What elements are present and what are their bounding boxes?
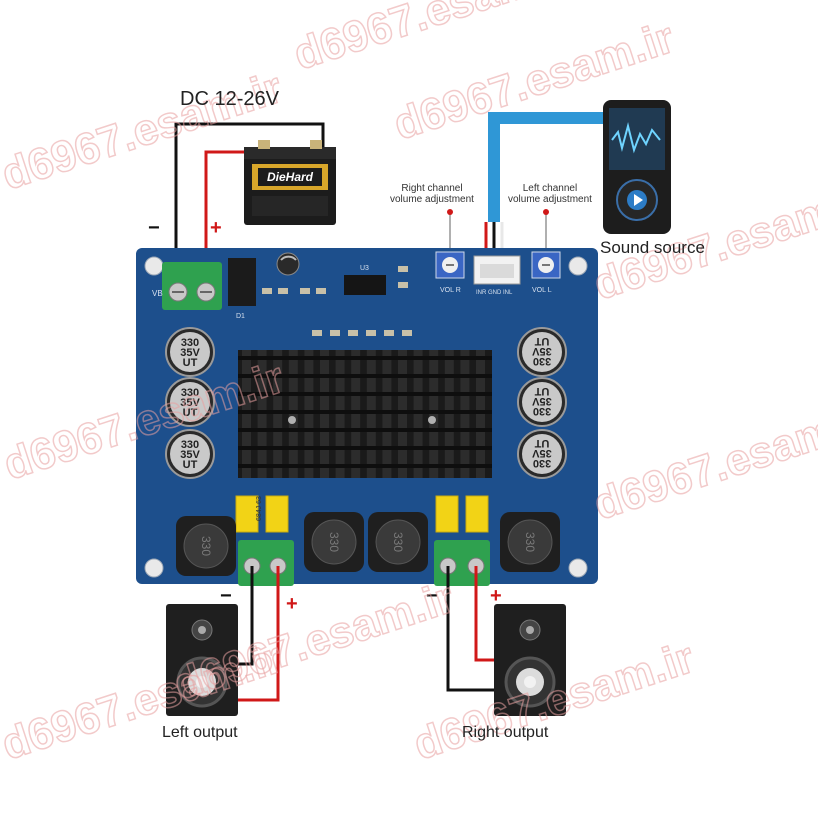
capacitor-text: 35V bbox=[180, 397, 200, 409]
right-output-label: Right output bbox=[462, 724, 549, 741]
inductor-text: 330 bbox=[327, 532, 341, 552]
watermark-text: d6967.esam.ir bbox=[588, 393, 818, 530]
capacitor-text: UT bbox=[534, 385, 549, 397]
sound-source-device bbox=[603, 100, 671, 234]
power-terminal: VB bbox=[152, 262, 222, 310]
left-volume-potentiometer: VOL L bbox=[531, 251, 561, 294]
smd-components bbox=[262, 266, 412, 336]
capacitor-text: UT bbox=[183, 407, 198, 419]
power-supply-label: DC 12-26V bbox=[180, 88, 279, 110]
diode-label: D1 bbox=[236, 313, 245, 320]
battery-brand: DieHard bbox=[267, 170, 314, 184]
sound-source-label: Sound source bbox=[600, 238, 705, 257]
inductor-text: 330 bbox=[391, 532, 405, 552]
left-output-terminal bbox=[238, 540, 294, 586]
heatsink bbox=[238, 350, 492, 478]
capacitor-text: 35V bbox=[180, 449, 200, 461]
pot-right-label: VOL R bbox=[440, 287, 461, 294]
left-output-black-wire bbox=[238, 566, 254, 666]
capacitor-text: 330 bbox=[181, 387, 199, 399]
left-output-red-wire bbox=[238, 566, 280, 702]
inductor-text: 330 bbox=[523, 532, 537, 552]
heatsink-groove bbox=[238, 410, 492, 414]
capacitor-text: UT bbox=[183, 459, 198, 471]
heatsink-screw bbox=[428, 416, 436, 424]
heatsink-screw bbox=[288, 416, 296, 424]
pot-left-label: VOL L bbox=[532, 287, 552, 294]
audio-input-cable bbox=[488, 112, 605, 222]
film-capacitors: 684J 63 bbox=[235, 495, 489, 533]
right-volume-potentiometer: VOL R bbox=[435, 251, 465, 294]
power-red-wire bbox=[204, 150, 262, 282]
input-connector-label: INR GND INL bbox=[476, 290, 513, 296]
capacitor-text: 330 bbox=[533, 457, 551, 469]
heatsink-groove bbox=[238, 356, 492, 360]
right-adjust-line2: volume adjustment bbox=[390, 194, 474, 205]
capacitor-text: 35V bbox=[532, 447, 552, 459]
right-adjust-label: Right channel volume adjustment bbox=[390, 183, 474, 205]
capacitor-text: 330 bbox=[181, 337, 199, 349]
mounting-hole bbox=[568, 256, 588, 276]
right-output-red-wire bbox=[474, 566, 494, 662]
capacitor-text: UT bbox=[534, 437, 549, 449]
heatsink-groove bbox=[238, 428, 492, 432]
capacitor-text: 330 bbox=[533, 355, 551, 367]
right-output-minus-sign: − bbox=[426, 585, 438, 607]
heatsink-groove bbox=[238, 446, 492, 450]
input-connector: INR GND INL bbox=[473, 255, 521, 296]
left-adjust-line2: volume adjustment bbox=[508, 194, 592, 205]
capacitor-text: 330 bbox=[533, 405, 551, 417]
capacitor-text: 35V bbox=[532, 345, 552, 357]
capacitor-text: 330 bbox=[181, 439, 199, 451]
power-minus-sign: − bbox=[148, 217, 160, 239]
heatsink-groove bbox=[238, 392, 492, 396]
power-black-wire bbox=[174, 122, 325, 282]
inductor-text: 330 bbox=[199, 536, 213, 556]
heatsink-groove bbox=[238, 464, 492, 468]
capacitor-text: UT bbox=[183, 357, 198, 369]
heatsink-groove bbox=[238, 374, 492, 378]
power-plus-sign: + bbox=[210, 217, 222, 239]
right-output-plus-sign: + bbox=[490, 585, 502, 607]
left-output-label: Left output bbox=[162, 724, 238, 741]
capacitor-text: 35V bbox=[532, 395, 552, 407]
power-terminal-label: VB bbox=[152, 289, 163, 298]
right-speaker bbox=[494, 604, 566, 716]
inductor: 330 bbox=[176, 516, 236, 576]
inductor: 330 bbox=[368, 512, 428, 572]
left-output-plus-sign: + bbox=[286, 593, 298, 615]
capacitor-group: 33035VUT33035VUT33035VUT33035VUT33035VUT… bbox=[165, 327, 567, 479]
left-adjust-line1: Left channel bbox=[522, 183, 578, 194]
left-speaker bbox=[166, 604, 238, 716]
right-adjust-line1: Right channel bbox=[401, 183, 463, 194]
left-output-minus-sign: − bbox=[220, 585, 232, 607]
inductors: 330 330 330 330 bbox=[176, 512, 560, 576]
film-cap-label: 684J 63 bbox=[256, 496, 263, 521]
mounting-hole bbox=[144, 256, 164, 276]
diode bbox=[228, 258, 256, 306]
capacitor-text: UT bbox=[534, 335, 549, 347]
inductor: 330 bbox=[500, 512, 560, 572]
right-output-black-wire bbox=[446, 566, 494, 692]
battery: DieHard bbox=[244, 140, 336, 225]
ic-chip-label: U3 bbox=[360, 265, 369, 272]
mounting-hole bbox=[144, 558, 164, 578]
ic-chip bbox=[344, 275, 386, 295]
left-adjust-label: Left channel volume adjustment bbox=[508, 183, 592, 205]
capacitor-text: 35V bbox=[180, 347, 200, 359]
inductor: 330 bbox=[304, 512, 364, 572]
mounting-hole bbox=[568, 558, 588, 578]
